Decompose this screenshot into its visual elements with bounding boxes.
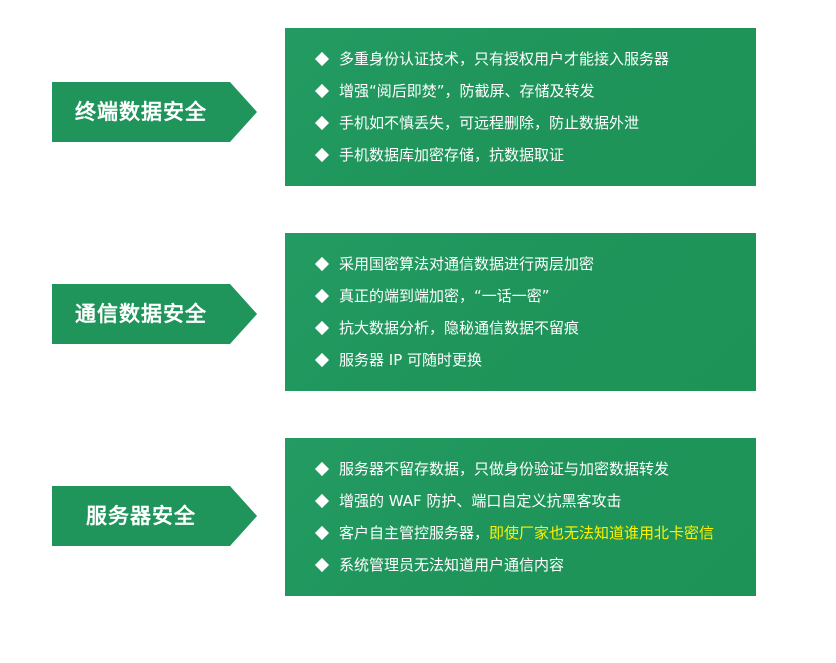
section-label-text: 终端数据安全 [75,100,207,124]
diamond-bullet-icon [315,353,329,367]
list-item: 多重身份认证技术，只有授权用户才能接入服务器 [315,48,756,80]
list-item: 手机数据库加密存储，抗数据取证 [315,144,756,176]
section-label-text: 服务器安全 [86,504,196,528]
diamond-bullet-icon [315,321,329,335]
list-item-text: 服务器不留存数据，只做身份验证与加密数据转发 [339,460,670,478]
diamond-bullet-icon [315,494,329,508]
section-panel-terminal: 多重身份认证技术，只有授权用户才能接入服务器 增强“阅后即焚”，防截屏、存储及转… [285,28,756,186]
section-panel-server: 服务器不留存数据，只做身份验证与加密数据转发 增强的 WAF 防护、端口自定义抗… [285,438,756,596]
list-item: 抗大数据分析，隐秘通信数据不留痕 [315,317,756,349]
diamond-bullet-icon [315,558,329,572]
diamond-bullet-icon [315,84,329,98]
diamond-bullet-icon [315,257,329,271]
section-label-text: 通信数据安全 [75,302,207,326]
list-item: 手机如不慎丢失，可远程删除，防止数据外泄 [315,112,756,144]
list-item-text: 手机如不慎丢失，可远程删除，防止数据外泄 [339,114,640,132]
list-item-text: 抗大数据分析，隐秘通信数据不留痕 [339,319,580,337]
list-item: 增强“阅后即焚”，防截屏、存储及转发 [315,80,756,112]
list-item: 系统管理员无法知道用户通信内容 [315,554,756,586]
list-item-text: 增强“阅后即焚”，防截屏、存储及转发 [339,82,595,100]
list-item-text: 系统管理员无法知道用户通信内容 [339,556,565,574]
list-item-text: 真正的端到端加密，“一话一密” [339,287,550,305]
arrow-label-shape [52,486,257,546]
list-item: 服务器 IP 可随时更换 [315,349,756,381]
list-item: 增强的 WAF 防护、端口自定义抗黑客攻击 [315,490,756,522]
section-panel-communication: 采用国密算法对通信数据进行两层加密 真正的端到端加密，“一话一密” 抗大数据分析… [285,233,756,391]
list-item: 采用国密算法对通信数据进行两层加密 [315,253,756,285]
list-item-highlight-text: 即使厂家也无法知道谁用北卡密信 [489,524,715,542]
diamond-bullet-icon [315,289,329,303]
list-item-text: 服务器 IP 可随时更换 [339,351,483,369]
arrow-label-shape [52,284,257,344]
list-item-text: 增强的 WAF 防护、端口自定义抗黑客攻击 [339,492,622,510]
list-item: 服务器不留存数据，只做身份验证与加密数据转发 [315,458,756,490]
list-item-text: 手机数据库加密存储，抗数据取证 [339,146,565,164]
list-item-text: 客户自主管控服务器， [339,524,490,542]
section-label-terminal: 终端数据安全 [52,82,257,142]
diamond-bullet-icon [315,116,329,130]
diamond-bullet-icon [315,462,329,476]
arrow-label-shape [52,82,257,142]
section-label-server: 服务器安全 [52,486,257,546]
diamond-bullet-icon [315,52,329,66]
list-item: 真正的端到端加密，“一话一密” [315,285,756,317]
list-item-text: 多重身份认证技术，只有授权用户才能接入服务器 [339,50,670,68]
diamond-bullet-icon [315,148,329,162]
list-item: 客户自主管控服务器，即使厂家也无法知道谁用北卡密信 [315,522,756,554]
section-label-communication: 通信数据安全 [52,284,257,344]
list-item-text: 采用国密算法对通信数据进行两层加密 [339,255,595,273]
diamond-bullet-icon [315,526,329,540]
